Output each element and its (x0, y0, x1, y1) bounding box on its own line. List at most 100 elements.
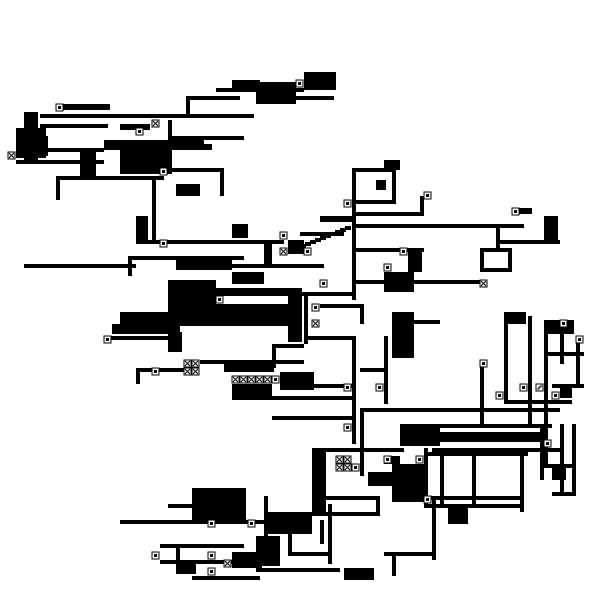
corridor-line (340, 228, 346, 232)
corridor-line (420, 196, 424, 216)
door-tile (215, 295, 224, 304)
wall-block (264, 512, 312, 534)
corridor-line (345, 226, 351, 230)
door-tile (343, 383, 352, 392)
corridor-line (352, 224, 524, 228)
corridor-line (376, 496, 380, 516)
wall-block (368, 472, 396, 486)
corridor-line (576, 336, 580, 388)
door-tile (207, 519, 216, 528)
wall-block (232, 384, 272, 398)
corridor-line (352, 280, 484, 284)
door-tile (207, 567, 216, 576)
wall-block (62, 104, 110, 110)
corridor-line (300, 244, 306, 248)
corridor-line (168, 120, 172, 140)
corridor-line (504, 316, 508, 404)
corridor-line (480, 268, 512, 272)
wall-block (376, 180, 386, 190)
wall-block (560, 384, 572, 398)
wall-block (256, 82, 296, 104)
corridor-line (168, 504, 196, 508)
corridor-line (424, 504, 524, 508)
wall-block (80, 152, 96, 176)
corridor-line (560, 424, 564, 492)
door-tile (575, 335, 584, 344)
wall-block (120, 124, 150, 130)
wall-block (176, 560, 196, 574)
door-tile (375, 383, 384, 392)
corridor-line (360, 304, 364, 324)
x-tile (231, 375, 240, 384)
door-tile (423, 495, 432, 504)
corridor-line (424, 448, 428, 504)
wall-block (136, 216, 148, 244)
corridor-line (360, 408, 560, 412)
corridor-line (176, 544, 180, 572)
x-tile (343, 463, 352, 472)
corridor-line (392, 160, 396, 200)
x-tile (255, 375, 264, 384)
corridor-line (168, 136, 244, 140)
corridor-line (304, 336, 356, 340)
x-tile (151, 119, 160, 128)
corridor-line (305, 242, 311, 246)
door-tile (343, 199, 352, 208)
x-tile (239, 375, 248, 384)
wall-block (400, 424, 440, 446)
corridor-line (480, 248, 484, 272)
wall-block (176, 184, 200, 196)
door-tile (559, 319, 568, 328)
corridor-line (508, 248, 512, 272)
corridor-line (16, 160, 104, 164)
wall-block (40, 136, 48, 156)
corridor-line (352, 212, 424, 216)
corridor-line (320, 520, 324, 544)
corridor-line (325, 234, 331, 238)
corridor-line (352, 336, 356, 444)
corridor-line (496, 240, 560, 244)
x-tile (263, 375, 272, 384)
corridor-line (384, 552, 436, 556)
door-tile (511, 207, 520, 216)
wall-block (176, 256, 232, 270)
wall-block (288, 240, 304, 254)
x-tile (191, 367, 200, 376)
corridor-line (136, 368, 140, 384)
corridor-line (152, 176, 156, 244)
door-tile (303, 247, 312, 256)
corridor-line (320, 236, 326, 240)
wall-block (168, 332, 182, 352)
corridor-line (48, 148, 104, 152)
walls-layer (16, 72, 584, 580)
corridor-line (186, 96, 190, 116)
wall-block (320, 216, 356, 222)
wall-block (112, 324, 180, 334)
door-tile (207, 551, 216, 560)
corridor-line (328, 504, 332, 564)
wall-block (312, 448, 326, 512)
door-tile (279, 231, 288, 240)
corridor-line (352, 168, 396, 172)
corridor-line (360, 368, 388, 372)
wall-block (120, 312, 172, 326)
corridor-line (104, 336, 180, 340)
corridor-line (432, 500, 436, 560)
corridor-line (572, 424, 576, 496)
corridor-line (432, 448, 560, 452)
x-tile (279, 247, 288, 256)
corridor-line (330, 232, 336, 236)
x-tile (7, 151, 16, 160)
corridor-line (288, 528, 292, 556)
wall-block (136, 368, 192, 372)
wall-block (168, 304, 298, 326)
corridor-line (186, 96, 240, 100)
door-tile (479, 359, 488, 368)
corridor-line (256, 568, 340, 572)
corridor-line (288, 552, 332, 556)
door-tile (295, 79, 304, 88)
corridor-line (496, 224, 500, 252)
corridor-line (216, 88, 304, 92)
corridor-line (392, 552, 396, 576)
